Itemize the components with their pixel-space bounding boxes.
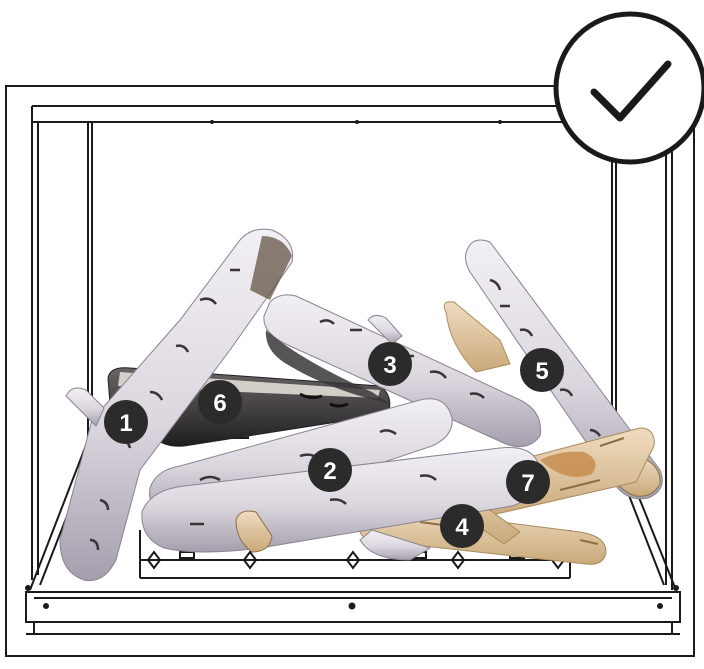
log-label-7: 7: [506, 460, 550, 504]
svg-text:4: 4: [455, 514, 469, 541]
log-label-3: 3: [368, 342, 412, 386]
log-label-6: 6: [198, 380, 242, 424]
check-badge: [556, 14, 704, 162]
svg-text:2: 2: [323, 458, 336, 485]
log-label-1: 1: [104, 400, 148, 444]
svg-text:3: 3: [383, 352, 396, 379]
log-label-5: 5: [520, 348, 564, 392]
log-label-4: 4: [440, 504, 484, 548]
svg-text:6: 6: [213, 390, 226, 417]
svg-text:5: 5: [535, 358, 548, 385]
svg-text:1: 1: [119, 410, 132, 437]
log-label-2: 2: [308, 448, 352, 492]
svg-text:7: 7: [521, 470, 534, 497]
